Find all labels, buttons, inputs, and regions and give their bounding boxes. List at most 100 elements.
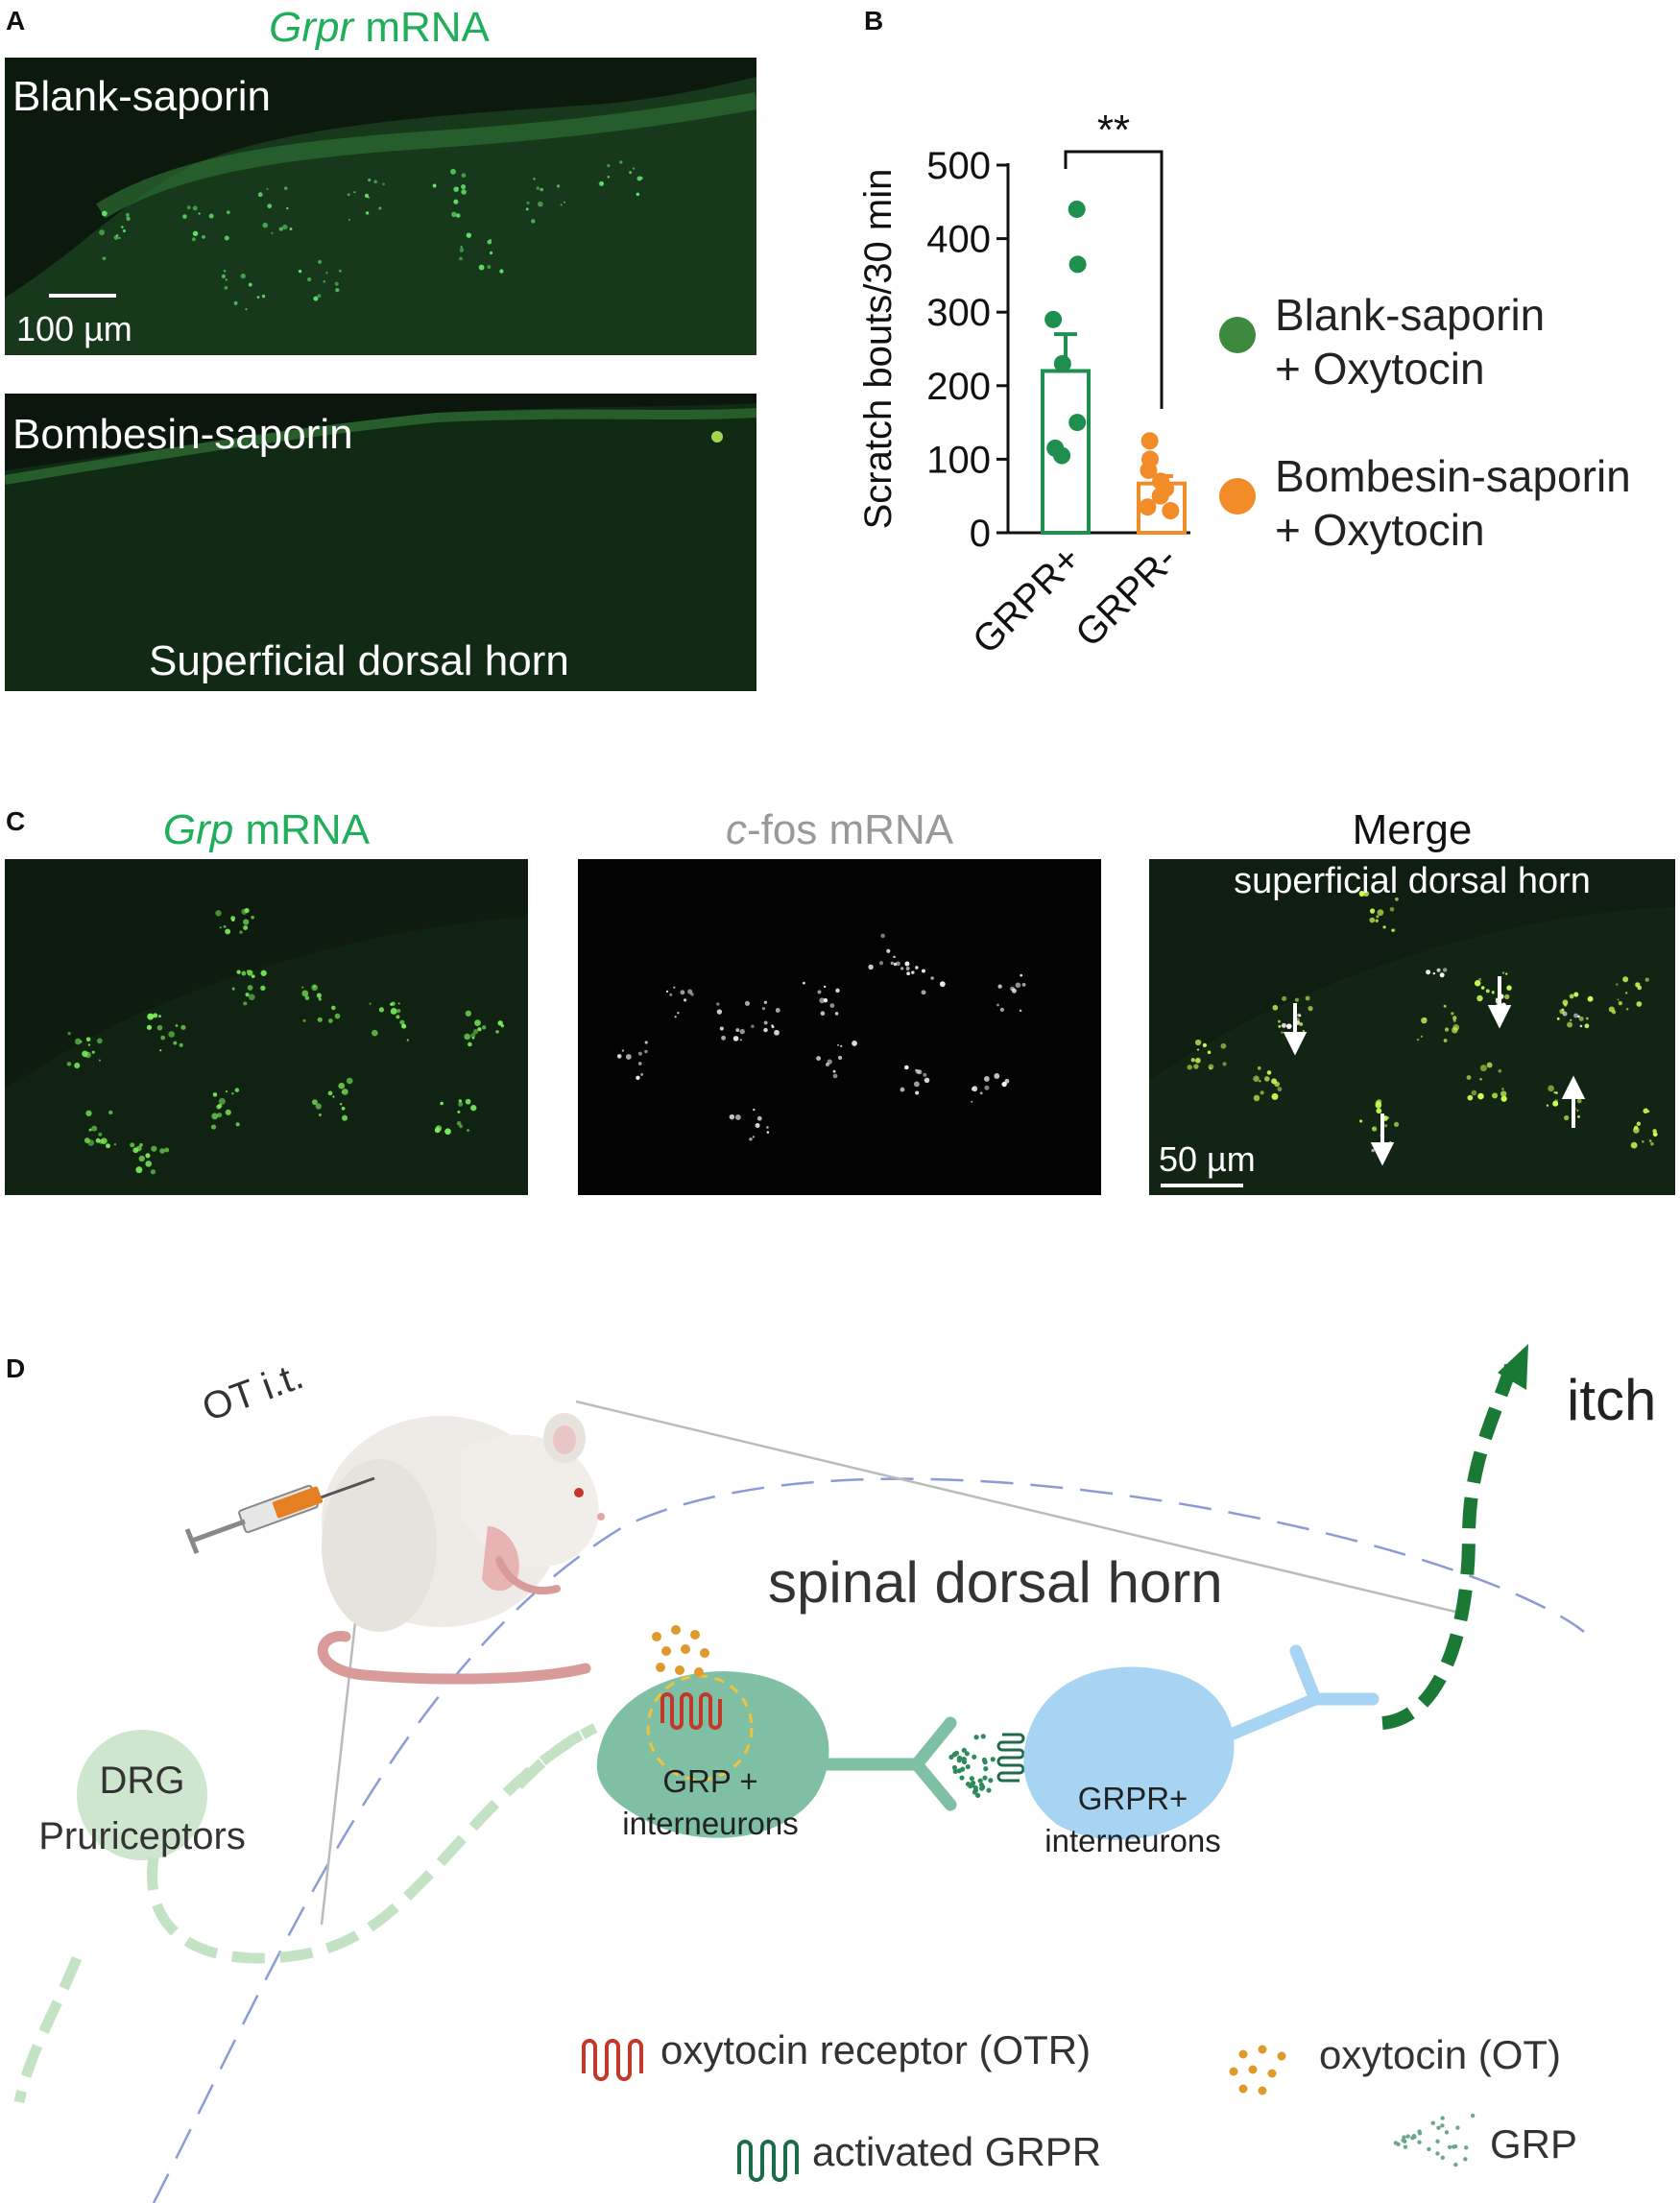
signal-dot [342, 1089, 348, 1095]
grp-title: Grp mRNA [5, 806, 528, 854]
signal-dot [1573, 1013, 1578, 1018]
grp-dot [986, 1787, 992, 1793]
signal-dot [820, 1011, 826, 1017]
signal-dot [921, 990, 926, 995]
signal-dot [216, 1104, 222, 1110]
signal-dot [644, 1041, 648, 1044]
signal-dot [346, 1077, 353, 1085]
signal-dot [325, 272, 328, 275]
signal-dot [87, 1139, 95, 1146]
signal-dot [915, 1090, 920, 1095]
signal-dot [1612, 1010, 1617, 1015]
legend-blank-line1: Blank-saporin [1275, 290, 1546, 340]
signal-dot [338, 269, 342, 273]
grp-dot [952, 1751, 958, 1757]
signal-dot [825, 1063, 829, 1066]
signal-dot [1642, 1140, 1644, 1143]
signal-dot [495, 1030, 499, 1034]
signal-dot [432, 183, 437, 188]
signal-dot [130, 1142, 135, 1148]
signal-dot [245, 307, 248, 311]
signal-dot [180, 1024, 186, 1030]
data-point [1044, 310, 1063, 328]
signal-dot [913, 1081, 920, 1088]
merge-subtitle: superficial dorsal horn [1234, 861, 1591, 901]
signal-dot [108, 1110, 113, 1115]
signal-dot [824, 985, 827, 989]
signal-dot [301, 986, 304, 989]
signal-dot [823, 997, 828, 1003]
signal-dot [1652, 1132, 1658, 1137]
signal-dot [1382, 925, 1386, 929]
signal-dot [971, 1100, 973, 1103]
signal-dot [396, 1009, 401, 1014]
grp-dot [1405, 2134, 1410, 2139]
grpr-cell-line2: interneurons [1044, 1823, 1221, 1858]
signal-dot [1285, 1023, 1292, 1029]
signal-dot [1479, 1077, 1482, 1081]
signal-dot [151, 1145, 157, 1152]
cfos-title: c-fos mRNA [578, 806, 1101, 854]
signal-dot [563, 201, 566, 204]
signal-dot [1260, 1090, 1264, 1095]
signal-dot [225, 928, 231, 935]
signal-dot [247, 970, 253, 976]
signal-dot [924, 1077, 930, 1084]
signal-dot [906, 971, 911, 976]
signal-dot [88, 1128, 92, 1132]
micrograph-blank-saporin: Blank-saporin 100 µm [5, 58, 756, 355]
signal-dot [644, 1049, 648, 1054]
signal-dot [1498, 1068, 1502, 1073]
signal-dot [886, 948, 891, 953]
signal-dot [837, 1043, 840, 1046]
chart-legend: Blank-saporin + Oxytocin Bombesin-sapori… [1219, 288, 1670, 557]
cfos-gene-prefix: c [725, 806, 747, 853]
legend-entry-blank: Blank-saporin + Oxytocin [1219, 288, 1670, 395]
bombesin-saporin-label: Bombesin-saporin [12, 411, 353, 458]
y-tick-label: 300 [926, 292, 991, 334]
signal-dot [1467, 1094, 1474, 1101]
grp-interneuron [596, 1671, 829, 1838]
data-point [1162, 502, 1180, 520]
signal-dot [1416, 1038, 1420, 1042]
signal-dot [607, 163, 611, 168]
signal-dot [994, 1073, 1000, 1079]
signal-dot [1451, 1012, 1454, 1016]
signal-dot [1222, 1062, 1227, 1066]
panel-a-title-rest: mRNA [353, 4, 490, 51]
signal-dot [318, 259, 323, 264]
signal-dot [478, 264, 485, 271]
signal-dot [135, 1145, 142, 1152]
signal-dot [1486, 1062, 1493, 1068]
signal-dot [135, 1166, 143, 1174]
grp-dot [1410, 2136, 1415, 2141]
grp-dot [973, 1735, 979, 1740]
signal-dot [453, 199, 459, 204]
signal-dot [160, 1035, 166, 1041]
signal-dot [1369, 908, 1376, 914]
signal-dot [1578, 1016, 1584, 1021]
signal-dot [1443, 1004, 1447, 1008]
signal-dot [1625, 1008, 1629, 1011]
signal-dot [607, 176, 611, 179]
grp-dot [1417, 2140, 1422, 2144]
signal-dot [378, 206, 382, 210]
itch-label: itch [1567, 1368, 1657, 1432]
signal-dot [636, 192, 640, 197]
grpr-gene-name: Grpr [269, 4, 354, 51]
dorsal-horn-outline [152, 1477, 1585, 2203]
scale-bar-c [1161, 1184, 1243, 1187]
grpr-axon [1221, 1693, 1318, 1743]
signal-dot [1195, 1057, 1201, 1064]
signal-dot [996, 1003, 999, 1007]
signal-dot [202, 235, 205, 239]
signal-dot [729, 1113, 735, 1120]
signal-dot [744, 1000, 751, 1006]
signal-dot [1194, 1039, 1202, 1046]
signal-dot [763, 1000, 768, 1005]
grp-dot [1393, 2141, 1399, 2145]
signal-dot [146, 1024, 153, 1030]
signal-dot [460, 246, 463, 249]
signal-dot [1555, 1091, 1558, 1094]
